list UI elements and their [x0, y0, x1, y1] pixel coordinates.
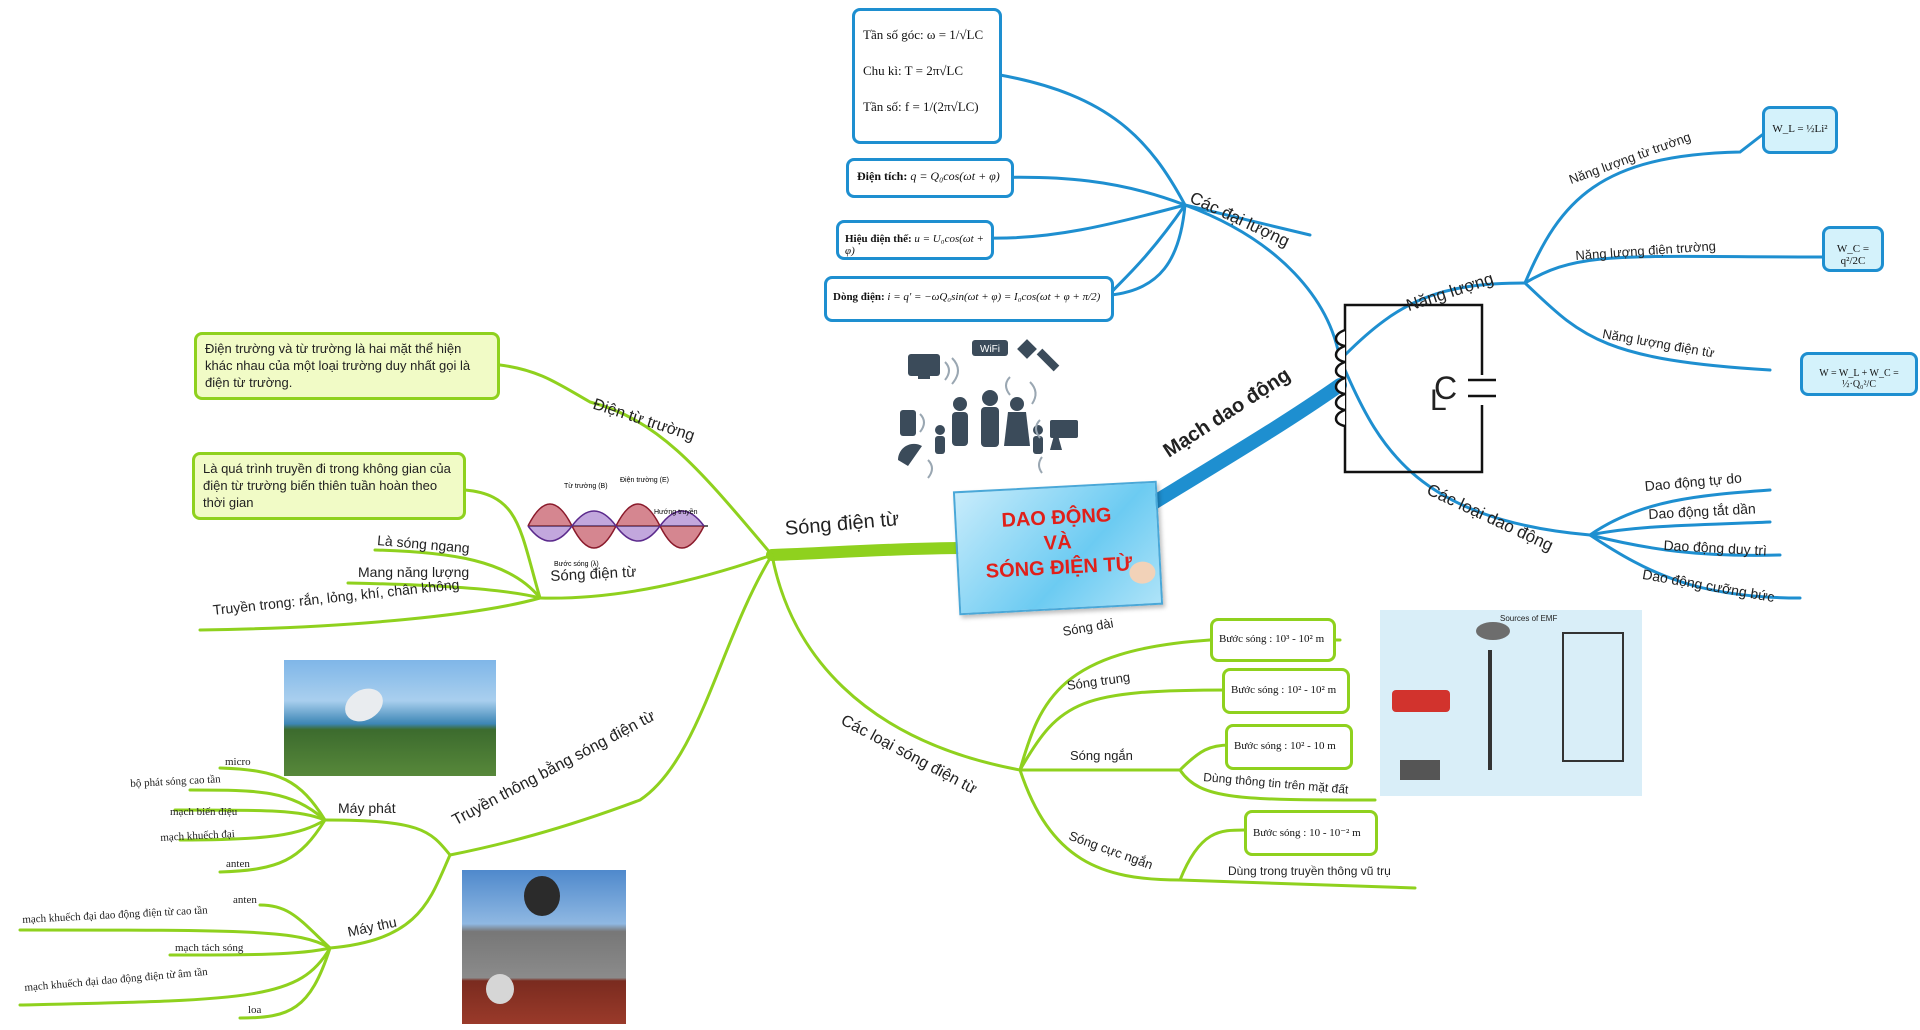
family-icon — [935, 390, 1043, 454]
formula-box-current: Dòng điện: i = q' = −ωQ₀sin(ωt + φ) = I₀… — [824, 276, 1114, 322]
voltage-label: Hiệu điện thế: — [845, 233, 912, 245]
wave-ultrashort-range: Bước sóng : 10 - 10⁻² m — [1244, 810, 1378, 856]
receiver-dish-shape — [524, 876, 560, 916]
tower-shape — [1488, 650, 1492, 770]
communication-icons: WiFi — [897, 339, 1078, 479]
emf-poster-title: Sources of EMF — [1500, 614, 1558, 623]
formula-box-em-energy: W = W_L + W_C = ½·Q₀²/C — [1800, 352, 1918, 396]
transmitter-photo — [284, 660, 496, 776]
cloud-shape — [1476, 622, 1510, 640]
phone-icon — [900, 410, 916, 436]
transmitter-item-micro: micro — [225, 756, 251, 768]
circuit-label-c: C — [1434, 370, 1458, 406]
circuit-label-l: L — [1430, 384, 1447, 417]
voltage-formula: u = U₀cos(ωt + φ) — [845, 233, 984, 257]
angular-freq-label: Tần số góc: — [863, 27, 924, 42]
tower-icon — [1050, 428, 1062, 450]
wave-long-range: Bước sóng : 10³ - 10² m — [1210, 618, 1336, 662]
period-formula: T = 2π√LC — [904, 63, 964, 78]
satellite-icon — [1017, 339, 1060, 372]
svg-text:WiFi: WiFi — [980, 344, 1000, 355]
receiver-item-speaker: loa — [248, 1004, 262, 1016]
formula-box-magnetic-energy: W_L = ½Li² — [1762, 106, 1838, 154]
em-wave-note: Là quá trình truyền đi trong không gian … — [192, 452, 466, 520]
tv-icon — [908, 354, 940, 379]
charge-label: Điện tích: — [857, 169, 908, 183]
train-shape — [1392, 690, 1450, 712]
frequency-formula: f = 1/(2π√LC) — [904, 99, 979, 114]
magnetic-field-wave — [527, 510, 705, 542]
current-label: Dòng điện: — [833, 291, 885, 303]
period-label: Chu kì: — [863, 63, 902, 78]
receiver-item-antenna: anten — [233, 894, 257, 906]
em-wave-item-energy: Mang năng lượng — [358, 564, 470, 580]
wifi-icon: WiFi — [972, 340, 1008, 356]
formula-box-frequency: Tần số góc: ω = 1/√LC Chu kì: T = 2π√LC … — [852, 8, 1002, 144]
transmitter-item-antenna: anten — [226, 858, 250, 870]
wave-short-range: Bước sóng : 10² - 10 m — [1225, 724, 1353, 770]
dish-icon — [897, 443, 922, 466]
formula-box-charge: Điện tích: q = Q₀cos(ωt + φ) — [846, 158, 1014, 198]
formula-box-electric-energy: W_C = q²/2C — [1822, 226, 1884, 272]
direction-label: Hướng truyền — [654, 507, 698, 516]
house-shape — [1562, 632, 1624, 762]
wave-ultrashort-use: Dùng trong truyền thông vũ trụ — [1228, 864, 1391, 878]
wavelength-label: Bước sóng (λ) — [554, 561, 599, 568]
dish-shape — [339, 682, 389, 728]
em-wave-diagram: Từ trường (B) Điện trường (E) Hướng truy… — [527, 477, 708, 568]
wave-medium-range: Bước sóng : 10² - 10² m — [1222, 668, 1350, 714]
small-dish-shape — [486, 974, 514, 1004]
receiver-item-demodulator: mạch tách sóng — [175, 942, 244, 954]
em-field-note: Điện trường và từ trường là hai mặt thể … — [194, 332, 500, 400]
hand-icon — [1128, 560, 1156, 585]
angular-freq-formula: ω = 1/√LC — [926, 27, 984, 42]
wave-short-label: Sóng ngắn — [1070, 748, 1133, 763]
transmitter-item-modulator: mạch biến điệu — [170, 806, 238, 818]
receiver-photo — [462, 870, 626, 1024]
emf-sources-poster: Sources of EMF — [1380, 610, 1642, 796]
transmitter-title[interactable]: Máy phát — [338, 800, 396, 816]
current-formula: i = q' = −ωQ₀sin(ωt + φ) = I₀cos(ωt + φ … — [887, 291, 1101, 303]
magnetic-field-label: Từ trường (B) — [564, 483, 608, 490]
charge-formula: q = Q₀cos(ωt + φ) — [910, 169, 1000, 183]
frequency-label: Tần số: — [863, 99, 902, 114]
formula-box-voltage: Hiệu điện thế: u = U₀cos(ωt + φ) — [836, 220, 994, 260]
electric-field-label: Điện trường (E) — [620, 477, 669, 484]
tv-shape — [1400, 760, 1440, 780]
